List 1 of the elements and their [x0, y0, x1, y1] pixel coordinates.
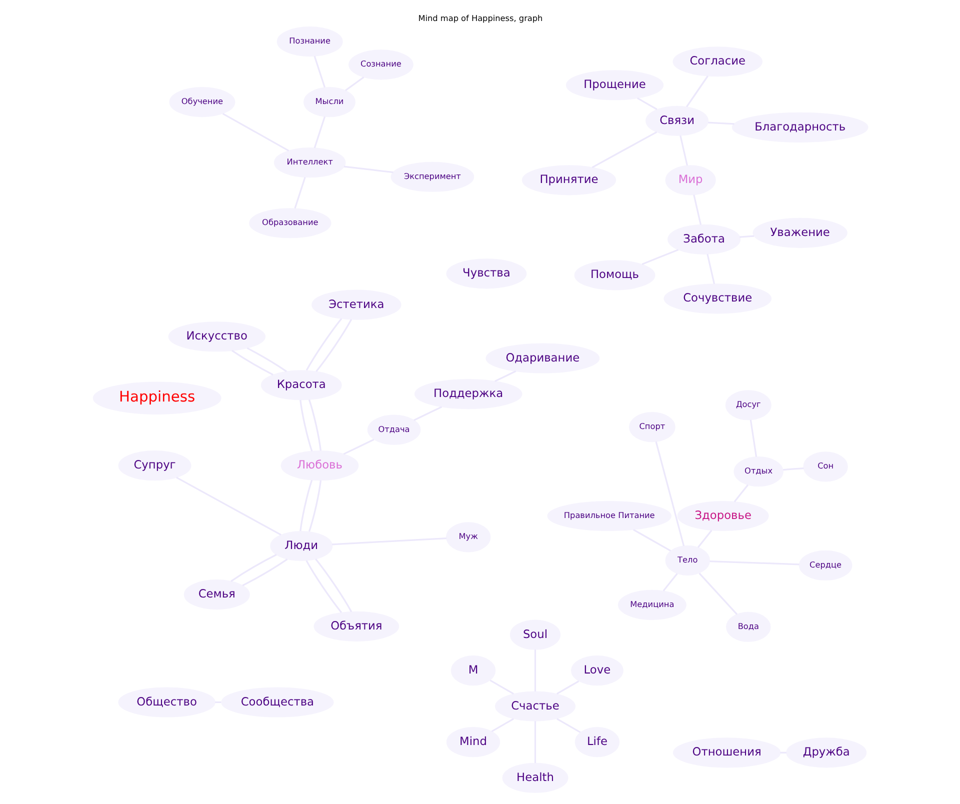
diagram-title: Mind map of Happiness, graph — [418, 13, 542, 24]
